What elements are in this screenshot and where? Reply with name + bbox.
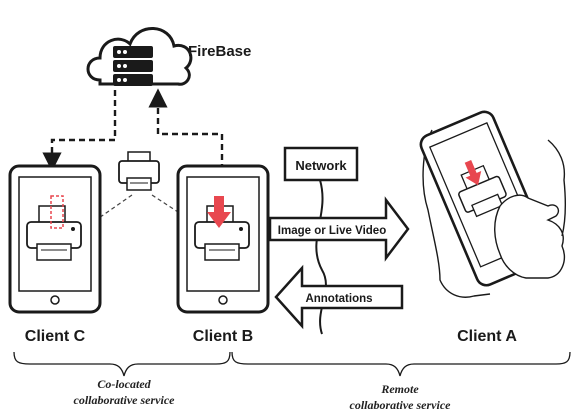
- annotations-arrow: Annotations: [274, 264, 404, 330]
- client-b-device: [176, 164, 270, 314]
- remote-group-label-1: Remote: [380, 382, 419, 396]
- server-rack-icon: [113, 46, 153, 86]
- image-arrow: Image or Live Video: [268, 196, 410, 262]
- printer-icon: [194, 205, 250, 261]
- printer-icon: [26, 205, 82, 261]
- firebase-cloud-icon: [86, 27, 193, 86]
- client-a-label: Client A: [457, 328, 517, 345]
- client-a-device: [419, 110, 567, 298]
- client-b-label: Client B: [193, 328, 253, 345]
- dashed-paper-indicator: [50, 195, 64, 229]
- remote-group-label-2: collaborative service: [350, 398, 452, 412]
- local-links: [95, 194, 179, 221]
- colocated-group-label-1: Co-located: [97, 377, 151, 391]
- client-c-label: Client C: [25, 328, 86, 345]
- network-box: Network: [283, 146, 359, 182]
- right-hand-icon: [494, 139, 567, 279]
- physical-printer-icon: [118, 151, 160, 191]
- colocated-group-label-2: collaborative service: [74, 393, 176, 407]
- red-down-arrow-icon: [207, 196, 231, 228]
- network-label: Network: [295, 158, 347, 173]
- sync-connections: [42, 88, 224, 172]
- network-link-line: [315, 179, 327, 335]
- red-down-arrow-icon: [464, 160, 482, 186]
- remote-brace: [231, 351, 571, 377]
- colocated-brace: [13, 351, 231, 377]
- client-c-device: [8, 164, 102, 314]
- annotations-arrow-label: Annotations: [305, 293, 372, 305]
- image-arrow-label: Image or Live Video: [278, 225, 386, 237]
- firebase-label: FireBase: [188, 43, 251, 60]
- left-hand-icon: [422, 129, 491, 298]
